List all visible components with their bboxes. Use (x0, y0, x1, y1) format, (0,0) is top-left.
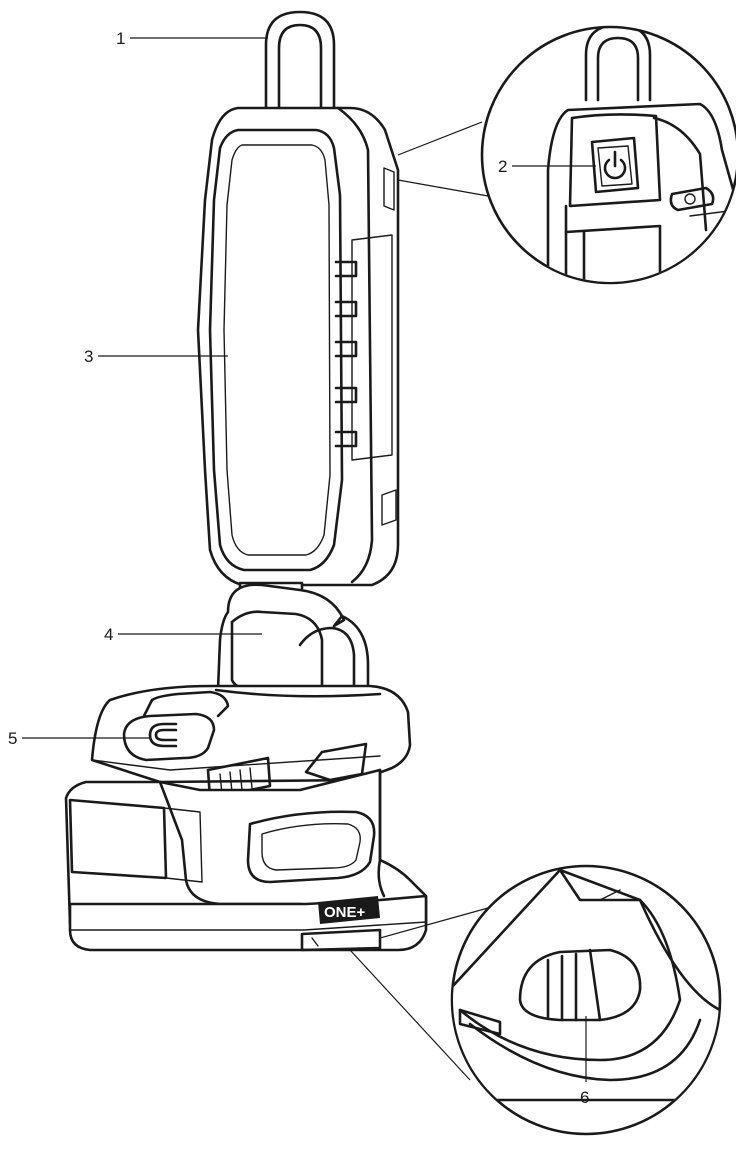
callout-5: 5 (8, 729, 17, 748)
detail-base-latch (349, 864, 722, 1136)
detail-power-switch (397, 25, 736, 285)
latch-ribs (546, 952, 578, 1022)
battery-base: ONE+ (64, 684, 428, 952)
callout-1: 1 (116, 29, 125, 48)
power-button (590, 136, 640, 194)
vent-slots (206, 756, 272, 800)
hanging-hook (264, 10, 336, 127)
callouts: 1 2 3 4 5 6 (8, 29, 596, 1107)
callout-3: 3 (84, 347, 93, 366)
power-icon (603, 150, 627, 180)
brand-mark: ONE+ (324, 904, 366, 921)
magnet-icon (148, 722, 178, 748)
callout-4: 4 (104, 625, 113, 644)
grip-ribs (334, 260, 358, 448)
callout-2: 2 (498, 157, 507, 176)
callout-6: 6 (580, 1088, 589, 1107)
brand-badge: ONE+ (318, 896, 380, 924)
light-head (196, 106, 400, 587)
